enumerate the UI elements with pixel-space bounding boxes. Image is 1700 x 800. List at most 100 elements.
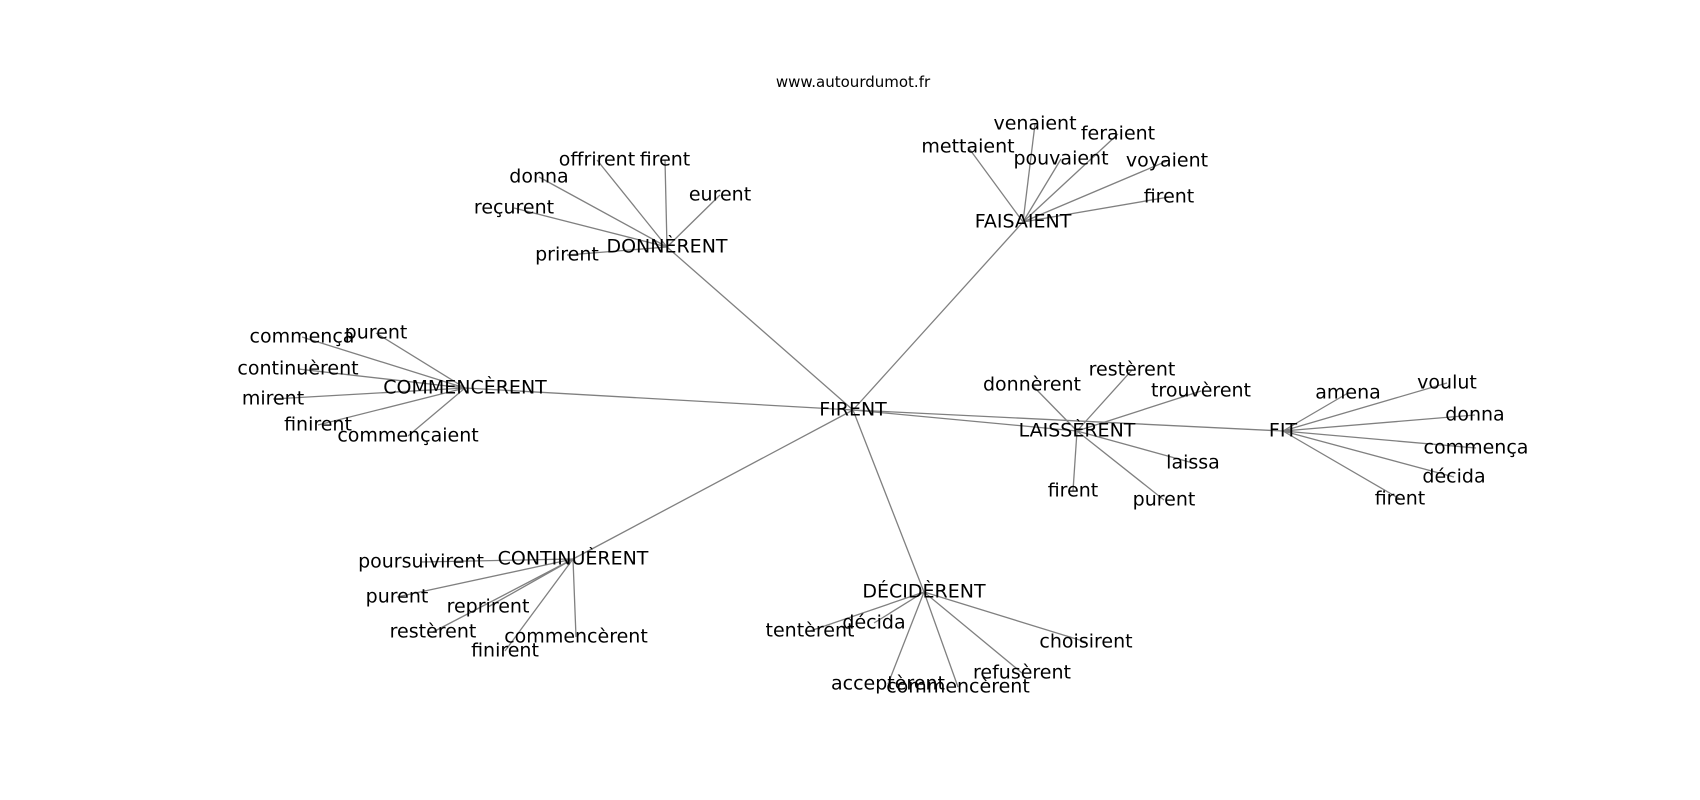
- leaf-node: commencèrent: [504, 626, 648, 648]
- edge-hub-to-leaf: [1076, 430, 1194, 464]
- leaf-node: prirent: [535, 244, 599, 266]
- leaf-node: eurent: [689, 184, 751, 206]
- leaf-node: finirent: [284, 414, 352, 436]
- leaf-node: continuèrent: [237, 358, 358, 380]
- edge-hub-to-leaf: [1031, 384, 1078, 432]
- leaf-node: mirent: [242, 388, 304, 410]
- leaf-node: refusèrent: [973, 662, 1071, 684]
- leaf-node: laissa: [1166, 452, 1220, 474]
- hub-node: COMMENCÈRENT: [383, 376, 547, 399]
- edge-hub-to-leaf: [572, 558, 577, 638]
- edge-hub-to-leaf: [1076, 430, 1165, 501]
- leaf-node: poursuivirent: [358, 551, 484, 573]
- edge-hub-to-leaf: [432, 558, 574, 633]
- leaf-node: amena: [1315, 382, 1381, 404]
- leaf-node: reçurent: [474, 197, 554, 219]
- leaf-node: commencèrent: [886, 676, 1030, 698]
- leaf-node: donna: [1445, 404, 1504, 426]
- edge-hub-to-leaf: [873, 591, 925, 624]
- edge-hub-to-leaf: [272, 387, 466, 400]
- edge-root-to-hub: [852, 409, 1284, 432]
- leaf-node: voulut: [1417, 372, 1477, 394]
- leaf-node: finirent: [471, 640, 539, 662]
- edge-hub-to-leaf: [1022, 133, 1119, 223]
- leaf-node: commença: [250, 326, 355, 348]
- edge-root-to-hub: [852, 221, 1024, 411]
- edge-hub-to-leaf: [923, 591, 959, 688]
- hub-node: DONNÈRENT: [606, 235, 727, 258]
- leaf-node: offrirent: [559, 149, 635, 171]
- edge-hub-to-leaf: [566, 246, 668, 256]
- edge-hub-to-leaf: [375, 332, 466, 389]
- edge-root-to-hub: [852, 409, 925, 593]
- edge-hub-to-leaf: [596, 159, 668, 248]
- leaf-node: firent: [640, 149, 691, 171]
- leaf-node: feraient: [1081, 123, 1155, 145]
- edge-hub-to-leaf: [1022, 196, 1170, 223]
- edge-hub-to-leaf: [887, 591, 925, 685]
- leaf-node: choisirent: [1039, 631, 1132, 653]
- leaf-node: décida: [842, 612, 905, 634]
- leaf-node: firent: [1048, 480, 1099, 502]
- leaf-node: venaient: [993, 113, 1076, 135]
- leaf-node: firent: [1375, 488, 1426, 510]
- edge-hub-to-leaf: [1022, 158, 1062, 223]
- leaf-node: donnèrent: [983, 374, 1081, 396]
- graph-edges: [272, 123, 1477, 688]
- hub-node: LAISSÈRENT: [1019, 419, 1136, 442]
- edge-hub-to-leaf: [666, 194, 721, 248]
- leaf-node: décida: [1422, 466, 1485, 488]
- leaf-node: restèrent: [390, 621, 477, 643]
- root-node: FIRENT: [819, 399, 887, 421]
- edge-hub-to-leaf: [396, 558, 574, 598]
- edge-root-to-hub: [852, 409, 1078, 432]
- edge-hub-to-leaf: [923, 591, 1087, 643]
- leaf-node: commença: [1424, 437, 1529, 459]
- hub-node: FIT: [1269, 420, 1298, 442]
- leaf-node: pouvaient: [1013, 148, 1108, 170]
- leaf-node: reprirent: [447, 596, 530, 618]
- edge-hub-to-leaf: [967, 146, 1024, 223]
- edge-hub-to-leaf: [513, 207, 668, 248]
- edge-hub-to-leaf: [297, 368, 466, 389]
- edge-hub-to-leaf: [1282, 430, 1477, 449]
- leaf-node: acceptèrent: [831, 673, 945, 695]
- edge-hub-to-leaf: [923, 591, 1023, 674]
- edge-hub-to-leaf: [504, 558, 574, 652]
- edge-hub-to-leaf: [1282, 414, 1476, 432]
- edge-hub-to-leaf: [1072, 430, 1078, 492]
- edge-hub-to-leaf: [1282, 382, 1448, 432]
- edge-hub-to-leaf: [1022, 160, 1168, 223]
- leaf-node: trouvèrent: [1151, 380, 1251, 402]
- edge-root-to-hub: [464, 387, 854, 411]
- edge-hub-to-leaf: [1076, 390, 1202, 432]
- leaf-node: purent: [366, 586, 429, 608]
- leaf-node: voyaient: [1126, 150, 1208, 172]
- edge-hub-to-leaf: [1282, 392, 1349, 432]
- edge-root-to-hub: [572, 409, 854, 560]
- leaf-node: commençaient: [337, 425, 478, 447]
- edge-hub-to-leaf: [1282, 430, 1455, 478]
- edge-hub-to-leaf: [407, 387, 466, 437]
- site-url: www.autourdumot.fr: [776, 73, 931, 91]
- hub-node: CONTINUÈRENT: [498, 547, 649, 570]
- edge-hub-to-leaf: [538, 176, 668, 248]
- edge-hub-to-leaf: [1282, 430, 1401, 500]
- hub-node: FAISAIENT: [975, 211, 1072, 233]
- edge-hub-to-leaf: [1022, 123, 1036, 223]
- leaf-node: tentèrent: [766, 620, 855, 642]
- leaf-node: donna: [509, 166, 568, 188]
- leaf-node: purent: [345, 322, 408, 344]
- leaf-node: restèrent: [1089, 359, 1176, 381]
- edge-hub-to-leaf: [420, 558, 574, 563]
- edge-hub-to-leaf: [301, 336, 466, 389]
- hub-node: DÉCIDÈRENT: [862, 580, 986, 603]
- edge-hub-to-leaf: [809, 591, 925, 632]
- edge-root-to-hub: [666, 246, 854, 411]
- leaf-node: firent: [1144, 186, 1195, 208]
- leaf-node: mettaient: [921, 136, 1014, 158]
- edge-hub-to-leaf: [664, 159, 668, 248]
- edge-hub-to-leaf: [317, 387, 466, 426]
- leaf-node: purent: [1133, 489, 1196, 511]
